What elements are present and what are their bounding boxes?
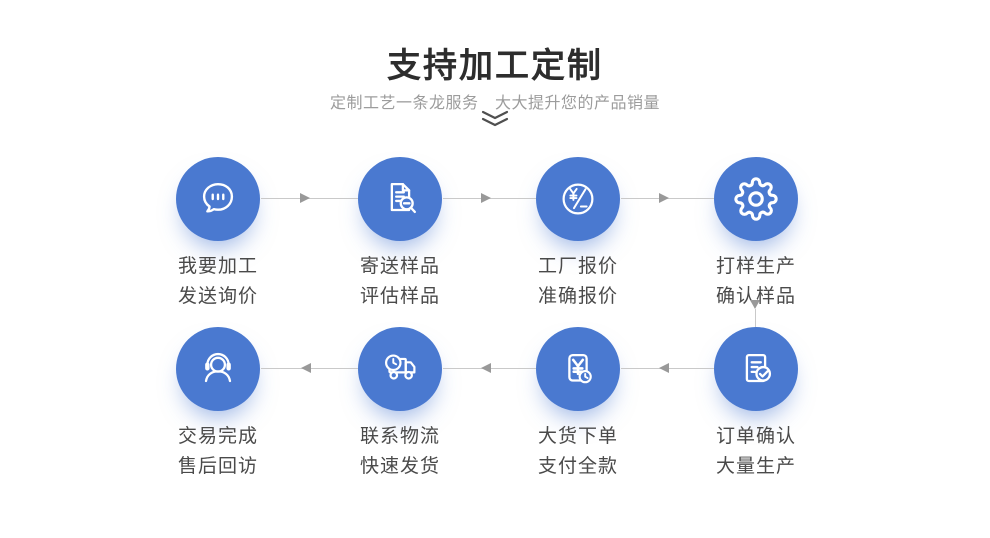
step-6-circle <box>536 327 620 411</box>
step-8: 交易完成 售后回访 <box>138 327 298 482</box>
step-label-line: 确认样品 <box>715 286 796 307</box>
step-7-circle <box>358 327 442 411</box>
step-label-line: 大量生产 <box>715 456 796 477</box>
step-label-line: 大货下单 <box>537 426 618 447</box>
step-5-circle <box>714 327 798 411</box>
customer-service-icon <box>204 352 232 383</box>
price-rate-icon <box>562 183 594 215</box>
step-2: 寄送样品 评估样品 <box>320 157 480 312</box>
step-7-label: 联系物流 快速发货 <box>360 422 440 482</box>
step-4-circle <box>714 157 798 241</box>
double-chevron-down-icon <box>0 110 990 128</box>
gear-icon <box>734 177 778 221</box>
step-2-circle <box>358 157 442 241</box>
page-title: 支持加工定制 <box>387 47 603 85</box>
step-6-label: 大货下单 支付全款 <box>538 422 618 482</box>
step-label-line: 支付全款 <box>537 456 618 477</box>
step-label-line: 工厂报价 <box>537 256 618 277</box>
step-1: 我要加工 发送询价 <box>138 157 298 312</box>
connector-line <box>755 309 756 327</box>
chat-bubble-icon <box>202 182 234 213</box>
page-subtitle: 定制工艺一条龙服务 大大提升您的产品销量 <box>329 95 660 112</box>
step-label-line: 订单确认 <box>715 426 796 447</box>
step-3-label: 工厂报价 准确报价 <box>538 252 618 312</box>
step-label-line: 快速发货 <box>359 456 440 477</box>
step-label-line: 评估样品 <box>359 286 440 307</box>
step-8-label: 交易完成 售后回访 <box>178 422 258 482</box>
step-5: 订单确认 大量生产 <box>676 327 836 482</box>
step-label-line: 发送询价 <box>177 286 258 307</box>
step-1-circle <box>176 157 260 241</box>
step-label-line: 我要加工 <box>177 256 258 277</box>
arrow-right-icon <box>300 193 310 203</box>
step-5-label: 订单确认 大量生产 <box>716 422 796 482</box>
step-label-line: 寄送样品 <box>359 256 440 277</box>
step-label-line: 打样生产 <box>715 256 796 277</box>
step-label-line: 联系物流 <box>359 426 440 447</box>
step-8-circle <box>176 327 260 411</box>
step-1-label: 我要加工 发送询价 <box>178 252 258 312</box>
step-label-line: 交易完成 <box>177 426 258 447</box>
arrow-left-icon <box>481 363 491 373</box>
step-2-label: 寄送样品 评估样品 <box>360 252 440 312</box>
arrow-left-icon <box>659 363 669 373</box>
step-4: 打样生产 确认样品 <box>676 157 836 312</box>
arrow-down-icon <box>750 300 760 309</box>
order-check-icon <box>745 353 772 383</box>
step-3-circle <box>536 157 620 241</box>
step-7: 联系物流 快速发货 <box>320 327 480 482</box>
step-6: 大货下单 支付全款 <box>498 327 658 482</box>
delivery-truck-icon <box>385 354 416 380</box>
step-3: 工厂报价 准确报价 <box>498 157 658 312</box>
arrow-left-icon <box>301 363 311 373</box>
document-magnifier-icon <box>390 182 417 214</box>
step-label-line: 售后回访 <box>177 456 258 477</box>
arrow-right-icon <box>481 193 491 203</box>
step-4-label: 打样生产 确认样品 <box>716 252 796 312</box>
step-label-line: 准确报价 <box>537 286 618 307</box>
arrow-right-icon <box>659 193 669 203</box>
payment-clock-icon <box>568 353 592 384</box>
